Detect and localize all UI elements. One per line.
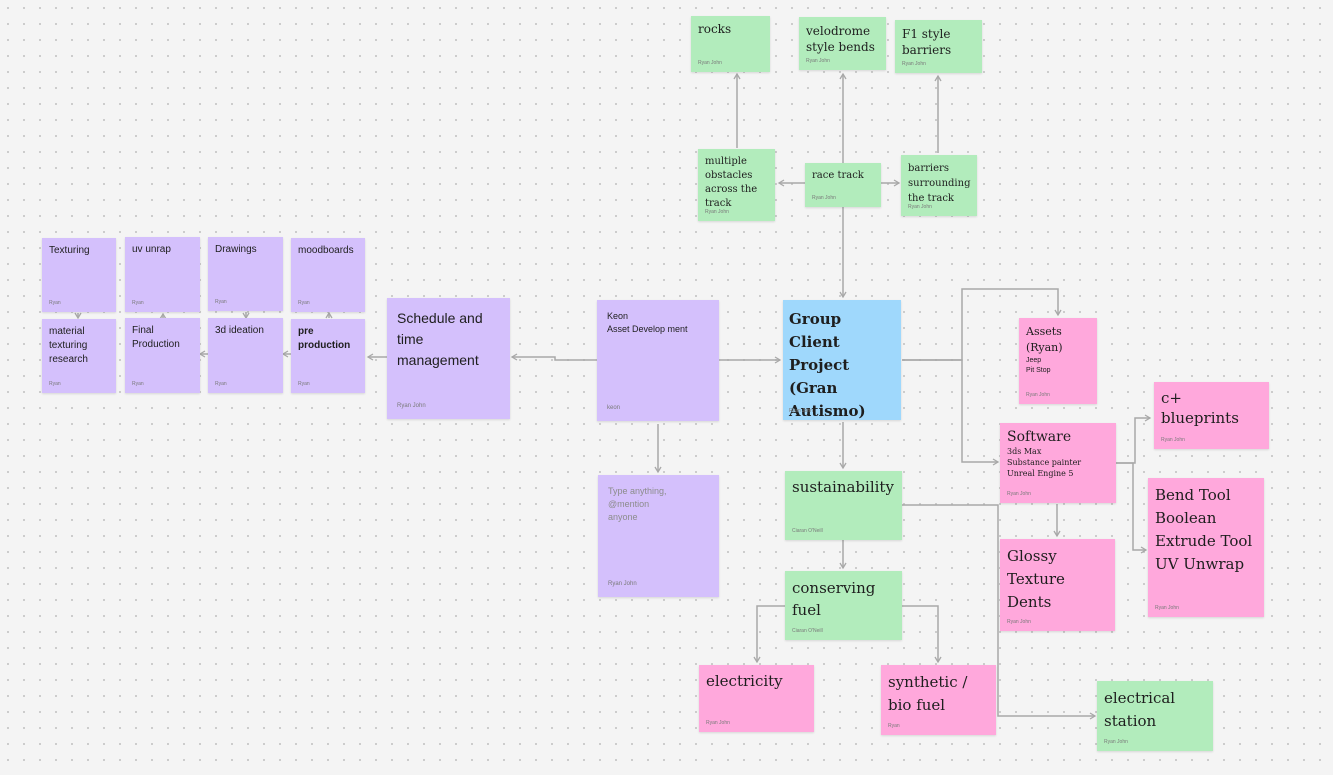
note-author: Ryan John (812, 195, 836, 201)
note-text: electricity (706, 672, 783, 690)
note-text: uv unrap (132, 244, 171, 255)
sticky-note-synthetic[interactable]: synthetic / bio fuel Ryan (881, 665, 996, 735)
note-author: Ryan (298, 381, 310, 387)
note-author: Ryan (132, 381, 144, 387)
note-text: barriers surrounding the track (908, 163, 971, 204)
sticky-note-pre-production[interactable]: pre production Ryan (291, 319, 365, 393)
sticky-note-uv-unrap[interactable]: uv unrap Ryan (125, 237, 200, 312)
sticky-note-type-anything[interactable]: Type anything, @mention anyone Ryan John (598, 475, 719, 597)
note-text: moodboards (298, 245, 354, 256)
note-author: Ryan (49, 300, 61, 306)
note-text: Glossy Texture Dents (1007, 547, 1065, 611)
note-author: Ryan (215, 299, 227, 305)
note-text: Final Production (132, 325, 180, 350)
note-author: Ryan John (698, 60, 722, 66)
sticky-note-obstacles[interactable]: multiple obstacles across the track Ryan… (698, 149, 775, 221)
note-text: c+ blueprints (1161, 389, 1239, 427)
sticky-note-group-project[interactable]: Group Client Project (Gran Autismo) Ryan… (783, 300, 901, 420)
note-author: Ryan John (705, 209, 729, 215)
connector-line (1116, 414, 1152, 464)
note-author: Ciaran O'Neill (792, 528, 823, 534)
sticky-note-tools[interactable]: Bend Tool Boolean Extrude Tool UV Unwrap… (1148, 478, 1264, 617)
note-subtext: Jeep Pit Stop (1026, 357, 1051, 374)
connector-line (902, 359, 1000, 466)
sticky-note-barriers-surrounding[interactable]: barriers surrounding the track Ryan John (901, 155, 977, 216)
sticky-note-velodrome[interactable]: velodrome style bends Ryan John (799, 17, 886, 70)
sticky-note-assets[interactable]: Assets (Ryan) Jeep Pit Stop Ryan John (1019, 318, 1097, 404)
note-author: Ryan (132, 300, 144, 306)
sticky-note-rocks[interactable]: rocks Ryan John (691, 16, 770, 72)
sticky-note-moodboards[interactable]: moodboards Ryan (291, 238, 365, 312)
note-author: Ciaran O'Neill (792, 628, 823, 634)
note-author: Ryan (49, 381, 61, 387)
note-text: synthetic / bio fuel (888, 673, 968, 714)
note-author: Ryan John (902, 61, 926, 67)
connector-line (1116, 462, 1148, 554)
note-author: Ryan John (789, 408, 813, 414)
note-author: Ryan John (608, 581, 637, 587)
note-text: electrical station (1104, 689, 1176, 730)
sticky-note-conserving-fuel[interactable]: conserving fuel Ciaran O'Neill (785, 571, 902, 640)
note-author: Ryan John (1007, 491, 1031, 497)
sticky-note-texturing[interactable]: Texturing Ryan (42, 238, 116, 312)
note-text: Texturing (49, 245, 90, 256)
connector-line (510, 353, 597, 361)
note-text: Group Client Project (Gran Autismo) (789, 310, 866, 420)
note-author: Ryan John (1026, 392, 1050, 398)
note-author: Ryan (888, 723, 900, 729)
note-text: sustainability (792, 478, 894, 496)
sticky-note-3d-ideation[interactable]: 3d ideation Ryan (208, 318, 283, 393)
note-text: material texturing research (49, 326, 88, 365)
connector-line (753, 605, 785, 664)
note-author: Ryan John (1155, 605, 1179, 611)
note-author: Ryan (215, 381, 227, 387)
sticky-note-keon[interactable]: Keon Asset Develop ment keon (597, 300, 719, 421)
note-text: pre production (298, 326, 351, 351)
sticky-note-sustainability[interactable]: sustainability Ciaran O'Neill (785, 471, 902, 540)
sticky-note-schedule[interactable]: Schedule and time management Ryan John (387, 298, 510, 419)
sticky-note-c-blueprints[interactable]: c+ blueprints Ryan John (1154, 382, 1269, 449)
note-text: Schedule and time management (397, 310, 483, 368)
note-text: Drawings (215, 244, 257, 255)
note-text: Software (1007, 429, 1072, 445)
note-subtext: 3ds Max Substance painter Unreal Engine … (1007, 447, 1082, 478)
note-text: conserving fuel (792, 579, 876, 619)
sticky-note-electricity[interactable]: electricity Ryan John (699, 665, 814, 732)
note-author: Ryan (298, 300, 310, 306)
sticky-note-glossy[interactable]: Glossy Texture Dents Ryan John (1000, 539, 1115, 631)
note-author: Ryan John (806, 58, 830, 64)
note-author: Ryan John (1161, 437, 1185, 443)
sticky-note-electrical-station[interactable]: electrical station Ryan John (1097, 681, 1213, 751)
sticky-note-software[interactable]: Software 3ds Max Substance painter Unrea… (1000, 423, 1116, 503)
note-author: Ryan John (1007, 619, 1031, 625)
note-text: multiple obstacles across the track (705, 156, 758, 209)
note-author: Ryan John (1104, 739, 1128, 745)
note-text: 3d ideation (215, 325, 264, 336)
note-text: velodrome style bends (806, 24, 875, 54)
connector-line (902, 605, 942, 664)
note-placeholder-text[interactable]: Type anything, @mention anyone (608, 486, 667, 522)
note-text: F1 style barriers (902, 27, 952, 57)
note-author: Ryan John (397, 403, 426, 409)
note-text: Keon Asset Develop ment (607, 311, 688, 334)
sticky-note-race-track[interactable]: race track Ryan John (805, 163, 881, 207)
note-author: Ryan John (908, 204, 932, 210)
note-text: Assets (Ryan) (1026, 325, 1063, 354)
note-author: keon (607, 405, 621, 411)
note-text: rocks (698, 22, 732, 36)
note-text: race track (812, 170, 864, 181)
sticky-note-material-texturing[interactable]: material texturing research Ryan (42, 319, 116, 393)
sticky-note-f1-barriers[interactable]: F1 style barriers Ryan John (895, 20, 982, 73)
note-text: Bend Tool Boolean Extrude Tool UV Unwrap (1155, 486, 1253, 573)
note-author: Ryan John (706, 720, 730, 726)
sticky-note-drawings[interactable]: Drawings Ryan (208, 237, 283, 311)
sticky-note-final-production[interactable]: Final Production Ryan (125, 318, 200, 393)
